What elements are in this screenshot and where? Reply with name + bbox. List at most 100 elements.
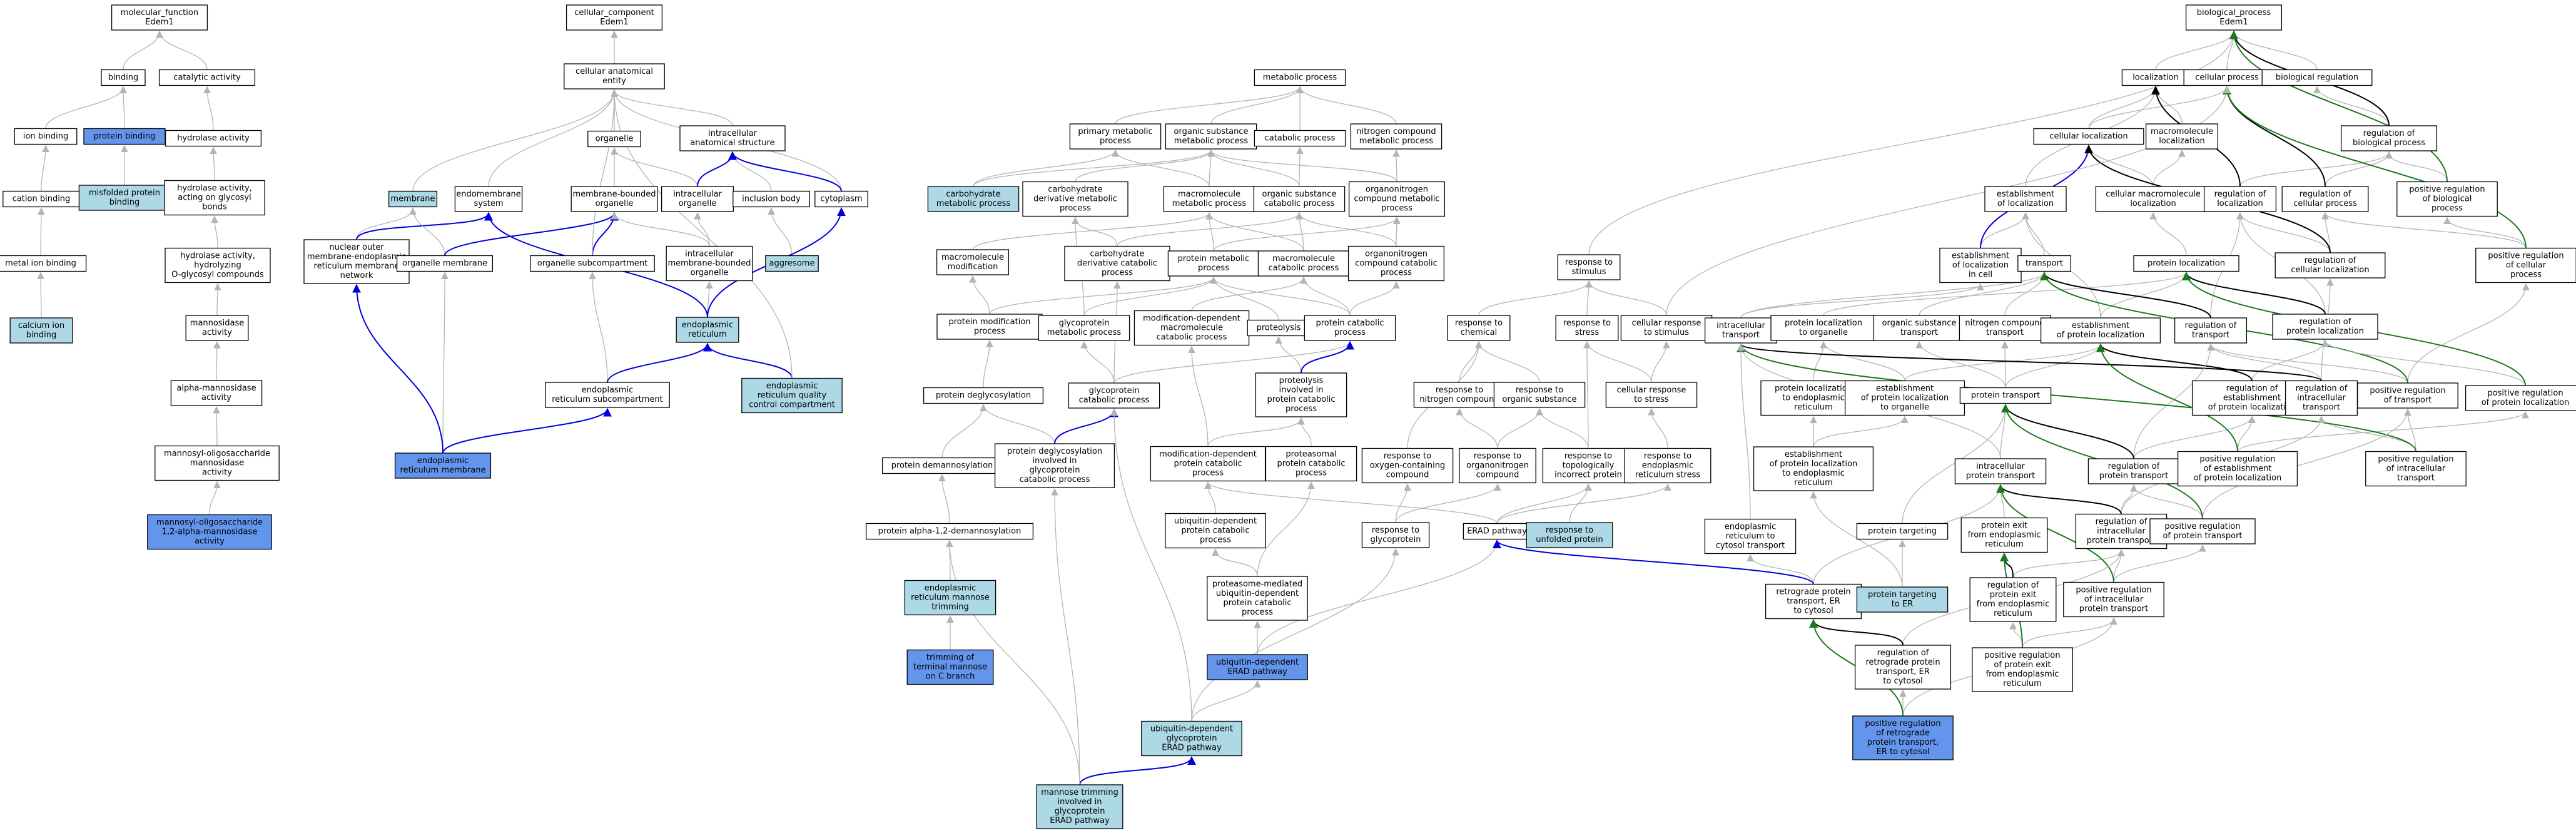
go-term-node-prottarget[interactable]: protein targeting (1856, 523, 1949, 540)
go-term-node-aggresome[interactable]: aggresome (765, 255, 819, 272)
go-term-node-cationbind[interactable]: cation binding (3, 190, 80, 208)
go-term-node-mannosyloligo[interactable]: mannosyl-oligosaccharidemannosidaseactiv… (155, 445, 280, 481)
go-term-node-mannosyl12[interactable]: mannosyl-oligosaccharide1,2-alpha-mannos… (147, 514, 272, 550)
go-term-node-cellproc[interactable]: cellular process (2183, 69, 2271, 86)
go-term-node-inclbody[interactable]: inclusion body (733, 190, 810, 208)
go-term-node-catab[interactable]: catabolic process (1254, 130, 1346, 147)
go-term-node-hydrolase[interactable]: hydrolase activity (165, 130, 262, 147)
go-term-node-protalpha12[interactable]: protein alpha-1,2-demannosylation (865, 523, 1034, 540)
go-term-node-eradpath[interactable]: ERAD pathway (1463, 523, 1531, 540)
go-term-node-protbind[interactable]: protein binding (83, 128, 166, 145)
go-term-node-localization[interactable]: localization (2121, 69, 2190, 86)
go-term-node-cytoplasm[interactable]: cytoplasm (814, 190, 868, 208)
go-term-node-catalytic[interactable]: catalytic activity (158, 69, 256, 86)
go-term-node-orgsub[interactable]: organelle subcompartment (530, 255, 655, 272)
go-term-node-protdeman[interactable]: protein demannosylation (881, 457, 1003, 474)
go-term-node-prottrans[interactable]: protein transport (1959, 387, 2052, 404)
go-term-node-organelle[interactable]: organelle (587, 130, 641, 148)
go-term-node-protdeglyc[interactable]: protein deglycosylation (923, 387, 1044, 404)
go-term-node-membrane[interactable]: membrane (388, 190, 438, 208)
go-term-node-metab[interactable]: metabolic process (1254, 69, 1346, 86)
go-term-node-cellloc[interactable]: cellular localization (2033, 128, 2144, 145)
go-term-node-nuclouter[interactable]: nuclear outermembrane-endoplasmicreticul… (303, 239, 410, 284)
go-term-node-glycosylhyd[interactable]: hydrolase activity,acting on glycosylbon… (164, 180, 265, 216)
go-term-node-ionbind[interactable]: ion binding (14, 128, 78, 145)
go-term-node-proteasomemed[interactable]: proteasome-mediatedubiquitin-dependentpr… (1207, 576, 1308, 621)
go-term-node-orgmem[interactable]: organelle membrane (396, 255, 494, 272)
